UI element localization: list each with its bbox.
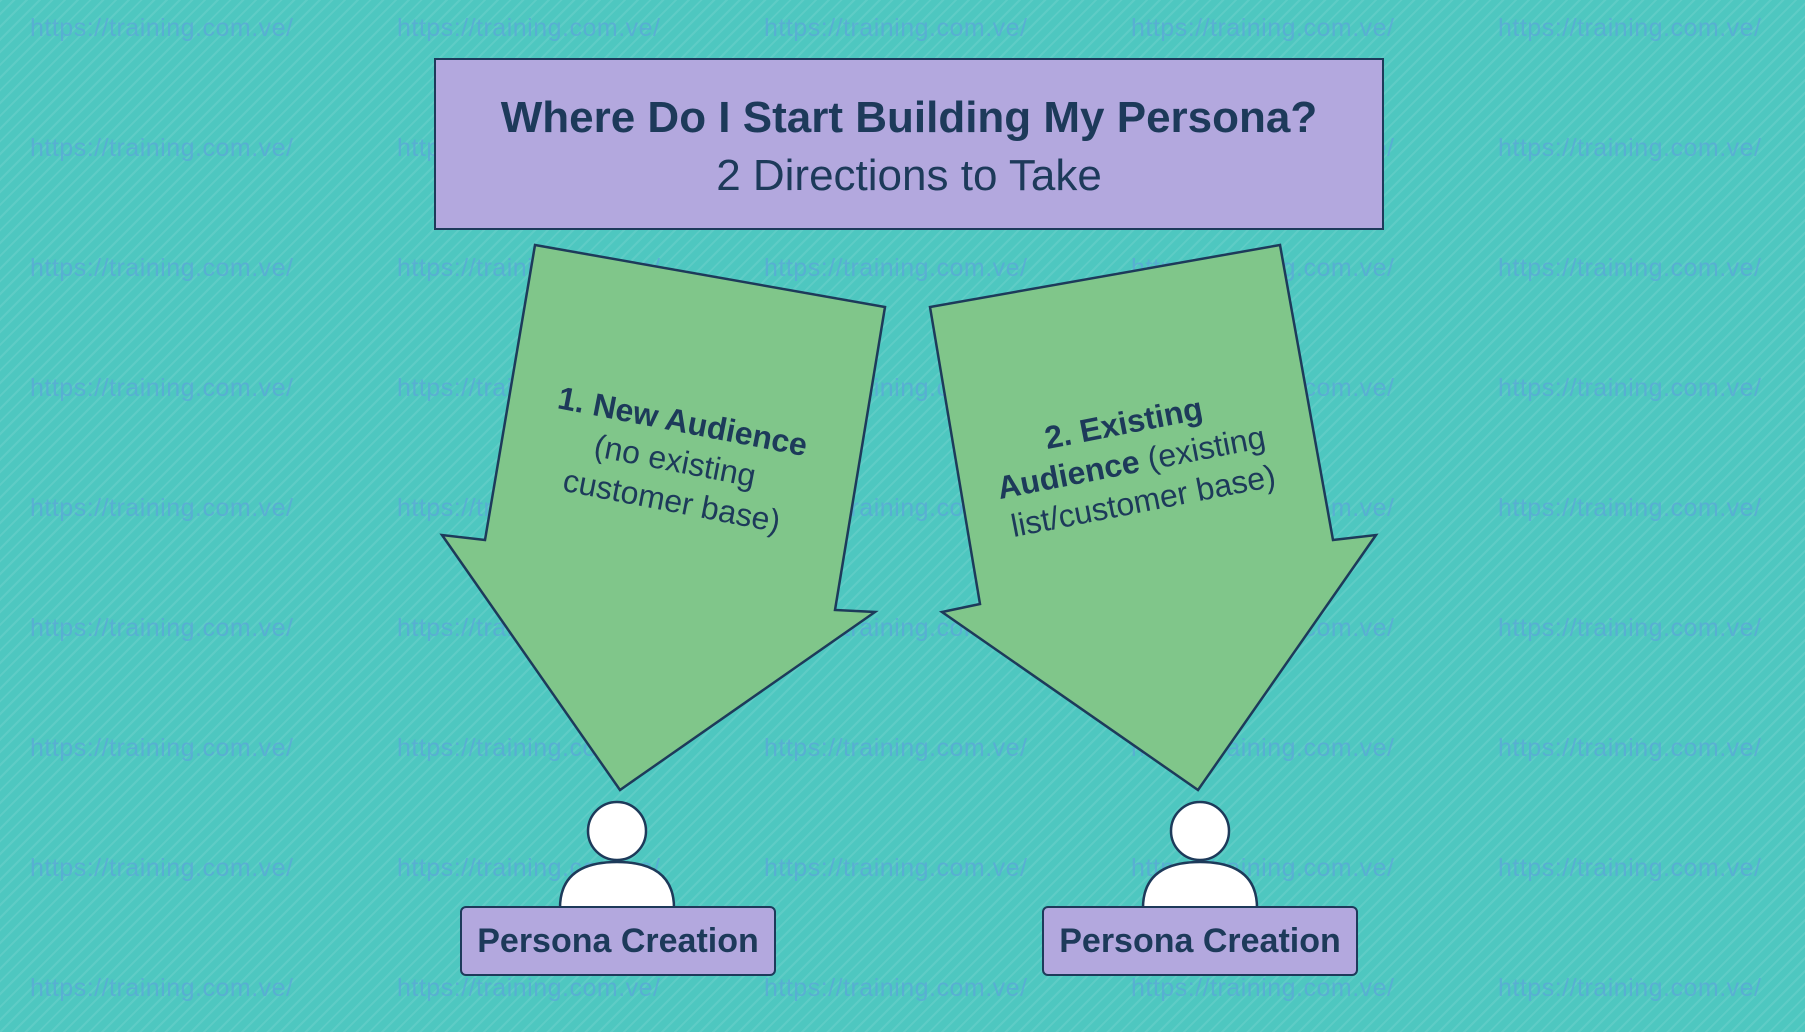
arrow-new-audience: 1. New Audience (no existing customer ba… xyxy=(439,243,887,792)
persona-creation-label-right: Persona Creation xyxy=(1042,906,1358,976)
arrow-existing-audience: 2. Existing Audience (existing list/cust… xyxy=(928,243,1379,792)
person-icon xyxy=(1141,800,1259,910)
arrow-right-shape xyxy=(928,243,1379,792)
persona-creation-label-left: Persona Creation xyxy=(460,906,776,976)
title-main: Where Do I Start Building My Persona? xyxy=(500,93,1318,142)
title-box: Where Do I Start Building My Persona? 2 … xyxy=(434,58,1384,230)
person-icon xyxy=(558,800,676,910)
title-subtitle: 2 Directions to Take xyxy=(716,151,1102,200)
arrow-left-shape xyxy=(439,243,887,792)
